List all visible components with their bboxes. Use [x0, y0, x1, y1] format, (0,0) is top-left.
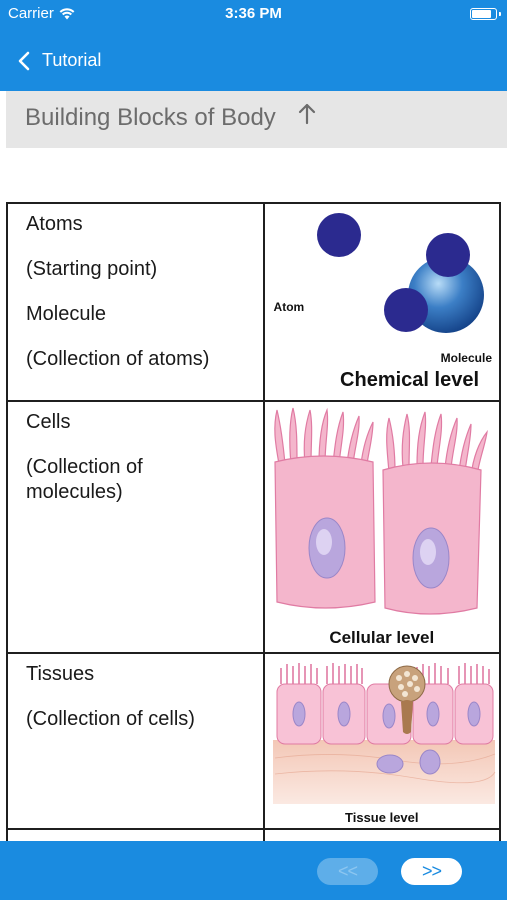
- levels-table: Atoms (Starting point) Molecule (Collect…: [6, 202, 502, 841]
- content-scroll-area[interactable]: Atoms (Starting point) Molecule (Collect…: [0, 148, 507, 841]
- molecule-atom-shape: [425, 233, 470, 277]
- row-image-cell: Cellular level: [262, 400, 502, 654]
- tissue-level-image: Tissue level: [265, 654, 499, 828]
- table-row: Cells (Collection of molecules): [6, 400, 502, 654]
- row-text-cell: Tissues (Collection of cells): [6, 652, 265, 830]
- row-line: Cells: [26, 411, 71, 433]
- wifi-icon: [59, 7, 75, 19]
- row-image-cell: [262, 828, 502, 841]
- carrier-label: Carrier: [8, 5, 54, 22]
- table-row: [6, 828, 502, 841]
- row-line: (Collection of atoms): [26, 348, 210, 370]
- row-image-cell: Atom Molecule Chemical level: [262, 202, 502, 402]
- battery-level-fill: [472, 10, 492, 18]
- row-text-cell: [6, 828, 265, 841]
- next-button[interactable]: >>: [401, 858, 462, 885]
- atom-shape: [316, 213, 361, 257]
- back-button[interactable]: Tutorial: [18, 50, 101, 71]
- back-button-label: Tutorial: [42, 50, 102, 70]
- table-row: Tissues (Collection of cells): [6, 652, 502, 830]
- chemical-level-image: Atom Molecule Chemical level: [265, 204, 499, 399]
- row-image-cell: Tissue level: [262, 652, 502, 830]
- bottom-toolbar: << >>: [0, 841, 507, 900]
- page-title: Building Blocks of Body: [25, 104, 276, 131]
- section-header[interactable]: Building Blocks of Body: [6, 91, 507, 148]
- table-row: Atoms (Starting point) Molecule (Collect…: [6, 202, 502, 402]
- goblet-cell-shape: [388, 665, 426, 734]
- row-text-cell: Atoms (Starting point) Molecule (Collect…: [6, 202, 265, 402]
- row-line: (Starting point): [26, 258, 158, 280]
- image-caption: Chemical level: [340, 369, 479, 391]
- status-time: 3:36 PM: [225, 5, 282, 22]
- chevron-left-icon: [18, 51, 30, 70]
- molecule-atom-shape: [383, 288, 428, 332]
- battery-icon: [470, 8, 501, 20]
- status-bar: Carrier 3:36 PM: [0, 0, 507, 30]
- row-line: (Collection of molecules): [26, 456, 143, 503]
- carrier-info: Carrier: [8, 5, 75, 22]
- atom-label: Atom: [273, 300, 305, 314]
- row-line: Molecule: [26, 303, 107, 325]
- row-text-cell: Cells (Collection of molecules): [6, 400, 265, 654]
- row-line: Atoms: [26, 213, 83, 235]
- molecule-label: Molecule: [440, 351, 492, 365]
- previous-button[interactable]: <<: [317, 858, 378, 885]
- arrow-up-icon[interactable]: [296, 101, 318, 127]
- cellular-level-image: Cellular level: [265, 402, 499, 652]
- image-caption: Tissue level: [345, 810, 419, 825]
- row-line: Tissues: [26, 663, 95, 685]
- image-caption: Cellular level: [329, 628, 435, 647]
- navigation-bar: Tutorial: [0, 30, 507, 91]
- row-line: (Collection of cells): [26, 708, 195, 730]
